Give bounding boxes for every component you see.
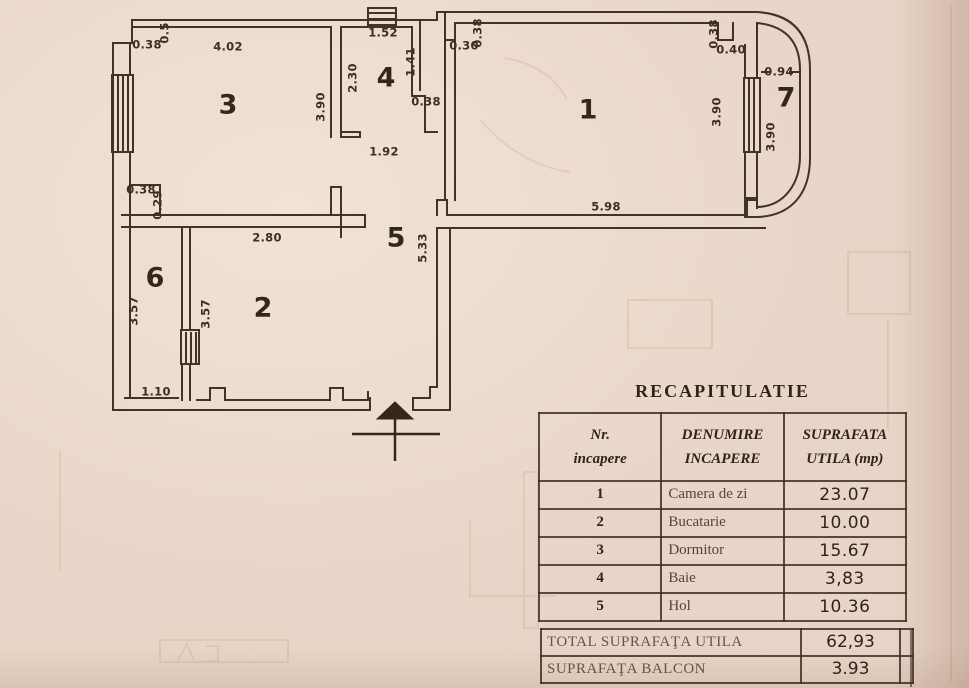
- room-number-cell: 3: [537, 535, 663, 566]
- table-row: 1 Camera de zi 23.07: [537, 479, 908, 510]
- table-row: 3 Dormitor 15.67: [537, 535, 908, 566]
- room-area-cell: 10.36: [782, 591, 908, 622]
- window-symbol-balcony: [743, 77, 761, 153]
- table-row: 2 Bucatarie 10.00: [537, 507, 908, 538]
- room-number-cell: 2: [537, 507, 663, 538]
- header-denumire-line2: INCAPERE: [684, 450, 761, 467]
- header-nr: Nr. incapere: [537, 411, 663, 482]
- room-number-cell: 1: [537, 479, 663, 510]
- room-area-cell: 23.07: [782, 479, 908, 510]
- window-symbol-room3: [111, 74, 134, 153]
- room-name-cell: Camera de zi: [660, 479, 785, 510]
- room-name-cell: Dormitor: [660, 535, 785, 566]
- balcon-label: SUPRAFAŢA BALCON: [540, 654, 802, 684]
- room-number-cell: 4: [537, 563, 663, 594]
- room-area-cell: 3,83: [782, 563, 908, 594]
- vent-hatch-icon: [367, 7, 397, 26]
- header-denumire: DENUMIRE INCAPERE: [660, 411, 785, 482]
- room-area-cell: 15.67: [782, 535, 908, 566]
- total-utila-label: TOTAL SUPRAFAŢA UTILA: [540, 627, 802, 657]
- header-nr-line2: incapere: [573, 450, 627, 467]
- totals-edge-cell: [899, 654, 914, 684]
- table-row: 5 Hol 10.36: [537, 591, 908, 622]
- room-area-cell: 10.00: [782, 507, 908, 538]
- balcon-value: 3.93: [801, 654, 901, 684]
- table-title: RECAPITULATIE: [635, 381, 810, 401]
- header-suprafata-line1: SUPRAFATA: [802, 426, 888, 443]
- header-suprafata-line2: UTILA (mp): [806, 450, 884, 467]
- totals-table: TOTAL SUPRAFAŢA UTILA 62,93 SUPRAFAŢA BA…: [540, 627, 914, 684]
- radiator-hatch-icon: [180, 329, 200, 365]
- total-utila-value: 62,93: [801, 627, 901, 657]
- header-suprafata: SUPRAFATA UTILA (mp): [782, 411, 908, 482]
- room-number-cell: 5: [537, 591, 663, 622]
- header-nr-line1: Nr.: [590, 426, 610, 443]
- header-denumire-line1: DENUMIRE: [681, 426, 764, 443]
- room-name-cell: Baie: [660, 563, 785, 594]
- bleed-through-marks: [59, 6, 952, 682]
- table-row: 4 Baie 3,83: [537, 563, 908, 594]
- recap-table: Nr. incapere DENUMIRE INCAPERE SUPRAFATA…: [537, 411, 908, 622]
- walls: [112, 10, 811, 411]
- totals-edge-cell: [899, 627, 914, 657]
- recap-header-row: Nr. incapere DENUMIRE INCAPERE SUPRAFATA…: [537, 411, 908, 482]
- room-name-cell: Bucatarie: [660, 507, 785, 538]
- total-utila-row: TOTAL SUPRAFAŢA UTILA 62,93: [540, 627, 914, 657]
- recap-section: RECAPITULATIE Nr. incapere DENUMIRE INCA…: [537, 381, 914, 684]
- entrance-arrow-icon: [352, 401, 440, 461]
- balcon-row: SUPRAFAŢA BALCON 3.93: [540, 654, 914, 684]
- room-name-cell: Hol: [660, 591, 785, 622]
